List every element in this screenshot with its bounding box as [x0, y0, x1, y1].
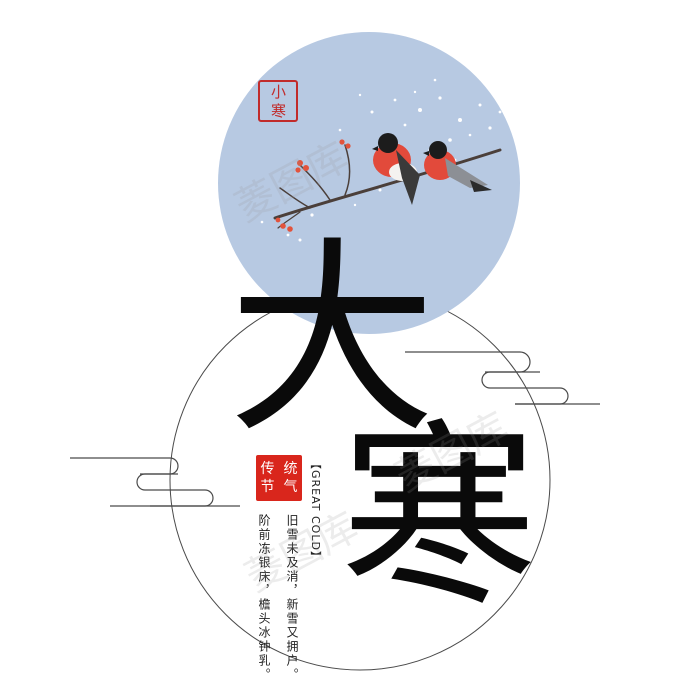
bird-left	[372, 133, 420, 205]
bird-right	[423, 141, 492, 192]
cloud-right	[405, 351, 600, 405]
poem-line-1: 旧雪未及消，新雪又拥户。	[285, 514, 299, 682]
seal-stamp-top: 小 寒	[258, 80, 298, 122]
red-seal-char-2: 统	[283, 461, 298, 477]
branch	[273, 144, 502, 229]
red-seal-stamp: 传 统 节 气	[256, 455, 302, 501]
title-char-da: 大	[228, 220, 436, 462]
cloud-left	[70, 457, 240, 507]
red-seal-char-4: 气	[283, 479, 298, 495]
red-seal-char-3: 节	[260, 479, 275, 495]
title-char-han: 寒	[340, 402, 538, 633]
berries	[275, 139, 351, 232]
poem-line-2: 阶前冻银床，檐头冰钟乳。	[257, 514, 271, 682]
red-seal-char-1: 传	[260, 461, 275, 477]
seal-top-char-1: 小	[270, 83, 286, 101]
seal-top-char-2: 寒	[270, 102, 286, 120]
english-label: 【GREAT COLD】	[309, 458, 322, 563]
